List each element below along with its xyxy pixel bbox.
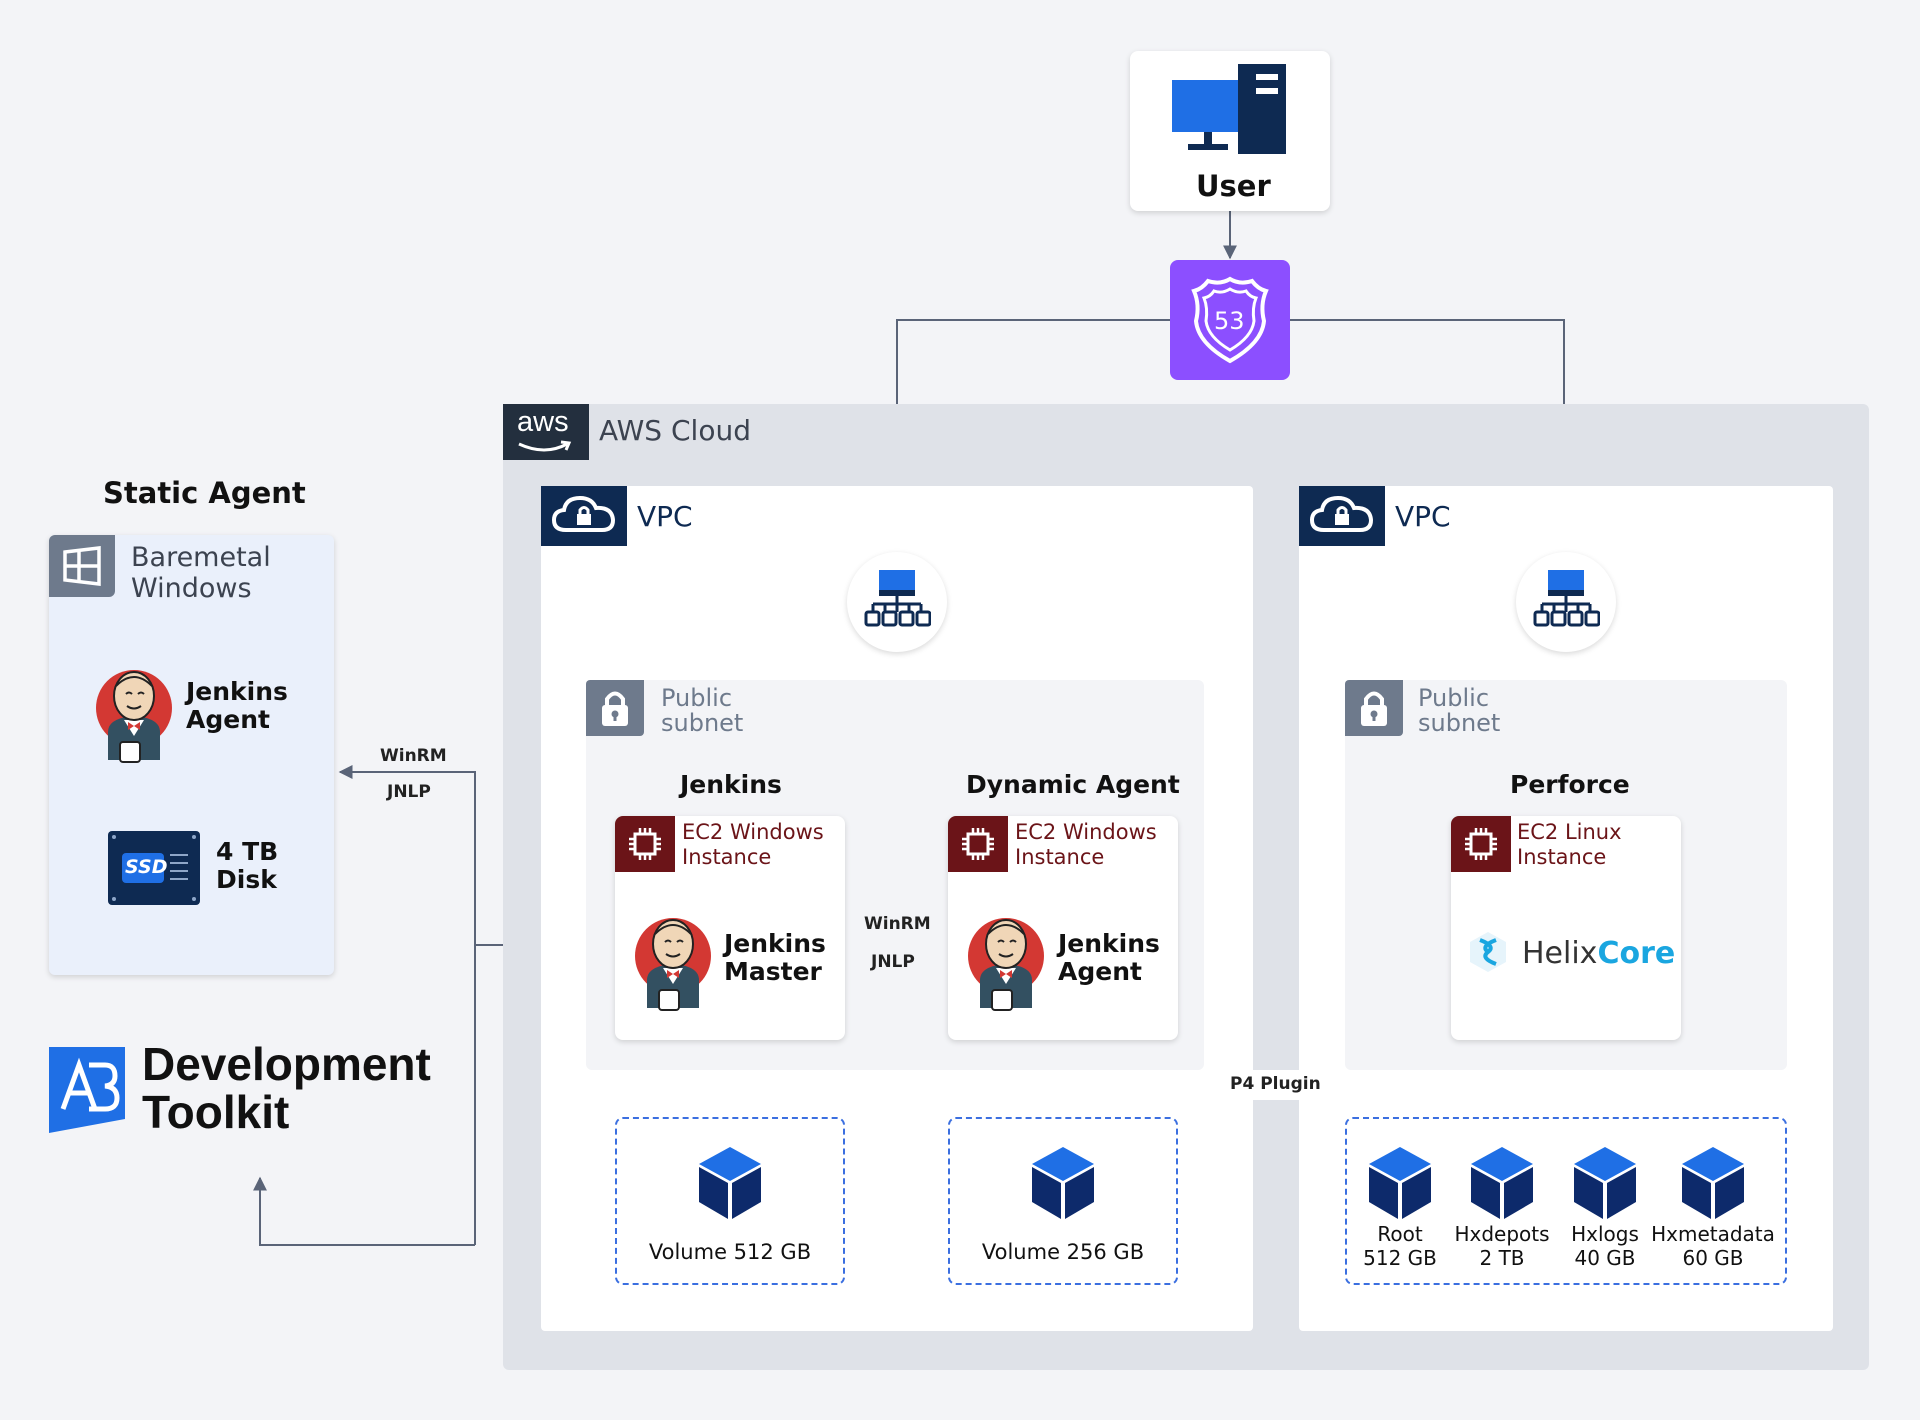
ab-logo-icon (49, 1047, 125, 1133)
aws-cloud-title: AWS Cloud (599, 414, 751, 447)
ebs-cube-icon (1367, 1145, 1433, 1221)
volume-name: Hxmetadata (1651, 1222, 1775, 1246)
subnet-left-line1: Public (661, 684, 733, 712)
ssd-icon: SSD (108, 831, 200, 905)
jenkins-ec2-label: EC2 Windows Instance (682, 820, 824, 870)
route53-node[interactable]: 53 (1170, 260, 1290, 380)
brand-name: Development Toolkit (142, 1040, 431, 1136)
volume-name: Hxdepots (1454, 1222, 1550, 1246)
brand-wire (253, 1176, 475, 1246)
helix-core-logo: HelixCore (1522, 936, 1675, 971)
load-balancer-icon (864, 570, 931, 627)
cloud-lock-icon (1299, 486, 1385, 546)
route53-shield-icon (1191, 276, 1269, 364)
jenkins-butler-icon (94, 660, 174, 766)
cpu-chip-icon (615, 816, 675, 872)
volume-256-box[interactable] (948, 1117, 1178, 1285)
ebs-cube-icon (1572, 1145, 1638, 1221)
aws-logo-icon: aws (503, 404, 589, 460)
winrm-left-label: WinRM (380, 746, 447, 766)
brand-line1: Development (142, 1038, 431, 1090)
jenkins-ec2-line1: EC2 Windows (682, 820, 824, 844)
dynamic-ec2-line2: Instance (1015, 845, 1105, 869)
static-jenkins-line1: Jenkins (186, 677, 288, 706)
winrm-mid-label: WinRM (864, 914, 931, 934)
jenkins-heading: Jenkins (680, 770, 782, 799)
volume-name: Hxlogs (1571, 1222, 1639, 1246)
static-os-label: Baremetal Windows (131, 542, 271, 604)
vpc-right-label: VPC (1395, 500, 1451, 533)
dynamic-agent-line1: Jenkins (1058, 929, 1160, 958)
jenkins-ec2-line2: Instance (682, 845, 772, 869)
disk-label: 4 TB Disk (216, 838, 278, 894)
jnlp-left-label: JNLP (387, 782, 431, 802)
load-balancer-right[interactable] (1516, 552, 1616, 652)
desktop-server-icon (1172, 64, 1286, 154)
vpc-left-label: VPC (637, 500, 693, 533)
static-agent-heading: Static Agent (103, 476, 306, 510)
windows-icon (49, 535, 115, 597)
volume-256-label: Volume 256 GB (981, 1240, 1145, 1264)
static-jenkins-line2: Agent (186, 705, 270, 734)
jenkins-master-line2: Master (724, 957, 822, 986)
volume-size: 2 TB (1479, 1246, 1525, 1270)
volume-size: 60 GB (1682, 1246, 1744, 1270)
subnet-left-line2: subnet (661, 709, 744, 737)
static-jenkins-agent-name: Jenkins Agent (186, 678, 288, 734)
load-balancer-icon (1533, 570, 1600, 627)
volume-512-label: Volume 512 GB (648, 1240, 812, 1264)
static-os-line2: Windows (131, 573, 252, 604)
perforce-ec2-label: EC2 Linux Instance (1517, 820, 1622, 870)
dynamic-agent-name: Jenkins Agent (1058, 930, 1160, 986)
ebs-cube-icon (1469, 1145, 1535, 1221)
jenkins-butler-icon (966, 908, 1046, 1014)
static-agent-wire (338, 765, 476, 1245)
volume-512-box[interactable] (615, 1117, 845, 1285)
perforce-heading: Perforce (1510, 770, 1630, 799)
volume-size: 40 GB (1574, 1246, 1636, 1270)
ebs-cube-icon (1030, 1145, 1096, 1221)
ebs-cube-icon (697, 1145, 763, 1221)
static-os-line1: Baremetal (131, 542, 271, 573)
cpu-chip-icon (948, 816, 1008, 872)
jenkins-master-name: Jenkins Master (724, 930, 826, 986)
route53-number: 53 (1214, 307, 1245, 335)
helix-text: Helix (1522, 936, 1598, 971)
brand-line2: Toolkit (142, 1086, 290, 1138)
volume-name: Root (1377, 1222, 1423, 1246)
subnet-right-label: Public subnet (1418, 686, 1500, 736)
perforce-ec2-line1: EC2 Linux (1517, 820, 1622, 844)
disk-line2: Disk (216, 865, 277, 894)
dynamic-agent-heading: Dynamic Agent (966, 770, 1180, 799)
subnet-right-line2: subnet (1418, 709, 1501, 737)
dynamic-ec2-label: EC2 Windows Instance (1015, 820, 1157, 870)
padlock-icon (586, 680, 644, 736)
jenkins-butler-icon (633, 908, 713, 1014)
subnet-left-label: Public subnet (661, 686, 743, 736)
dynamic-agent-line2: Agent (1058, 957, 1142, 986)
cloud-lock-icon (541, 486, 627, 546)
jnlp-mid-label: JNLP (871, 952, 915, 972)
jenkins-master-line1: Jenkins (724, 929, 826, 958)
load-balancer-left[interactable] (847, 552, 947, 652)
subnet-right-line1: Public (1418, 684, 1490, 712)
disk-line1: 4 TB (216, 837, 279, 866)
ssd-text: SSD (125, 856, 168, 878)
helix-icon (1470, 932, 1506, 972)
ebs-cube-icon (1680, 1145, 1746, 1221)
p4-plugin-tag (1230, 1070, 1318, 1100)
p4-plugin-label: P4 Plugin (1230, 1074, 1321, 1094)
cpu-chip-icon (1451, 816, 1511, 872)
dynamic-ec2-line1: EC2 Windows (1015, 820, 1157, 844)
user-label: User (1196, 169, 1271, 203)
core-text: Core (1597, 936, 1676, 971)
volume-size: 512 GB (1363, 1246, 1437, 1270)
perforce-ec2-line2: Instance (1517, 845, 1607, 869)
padlock-icon (1345, 680, 1403, 736)
